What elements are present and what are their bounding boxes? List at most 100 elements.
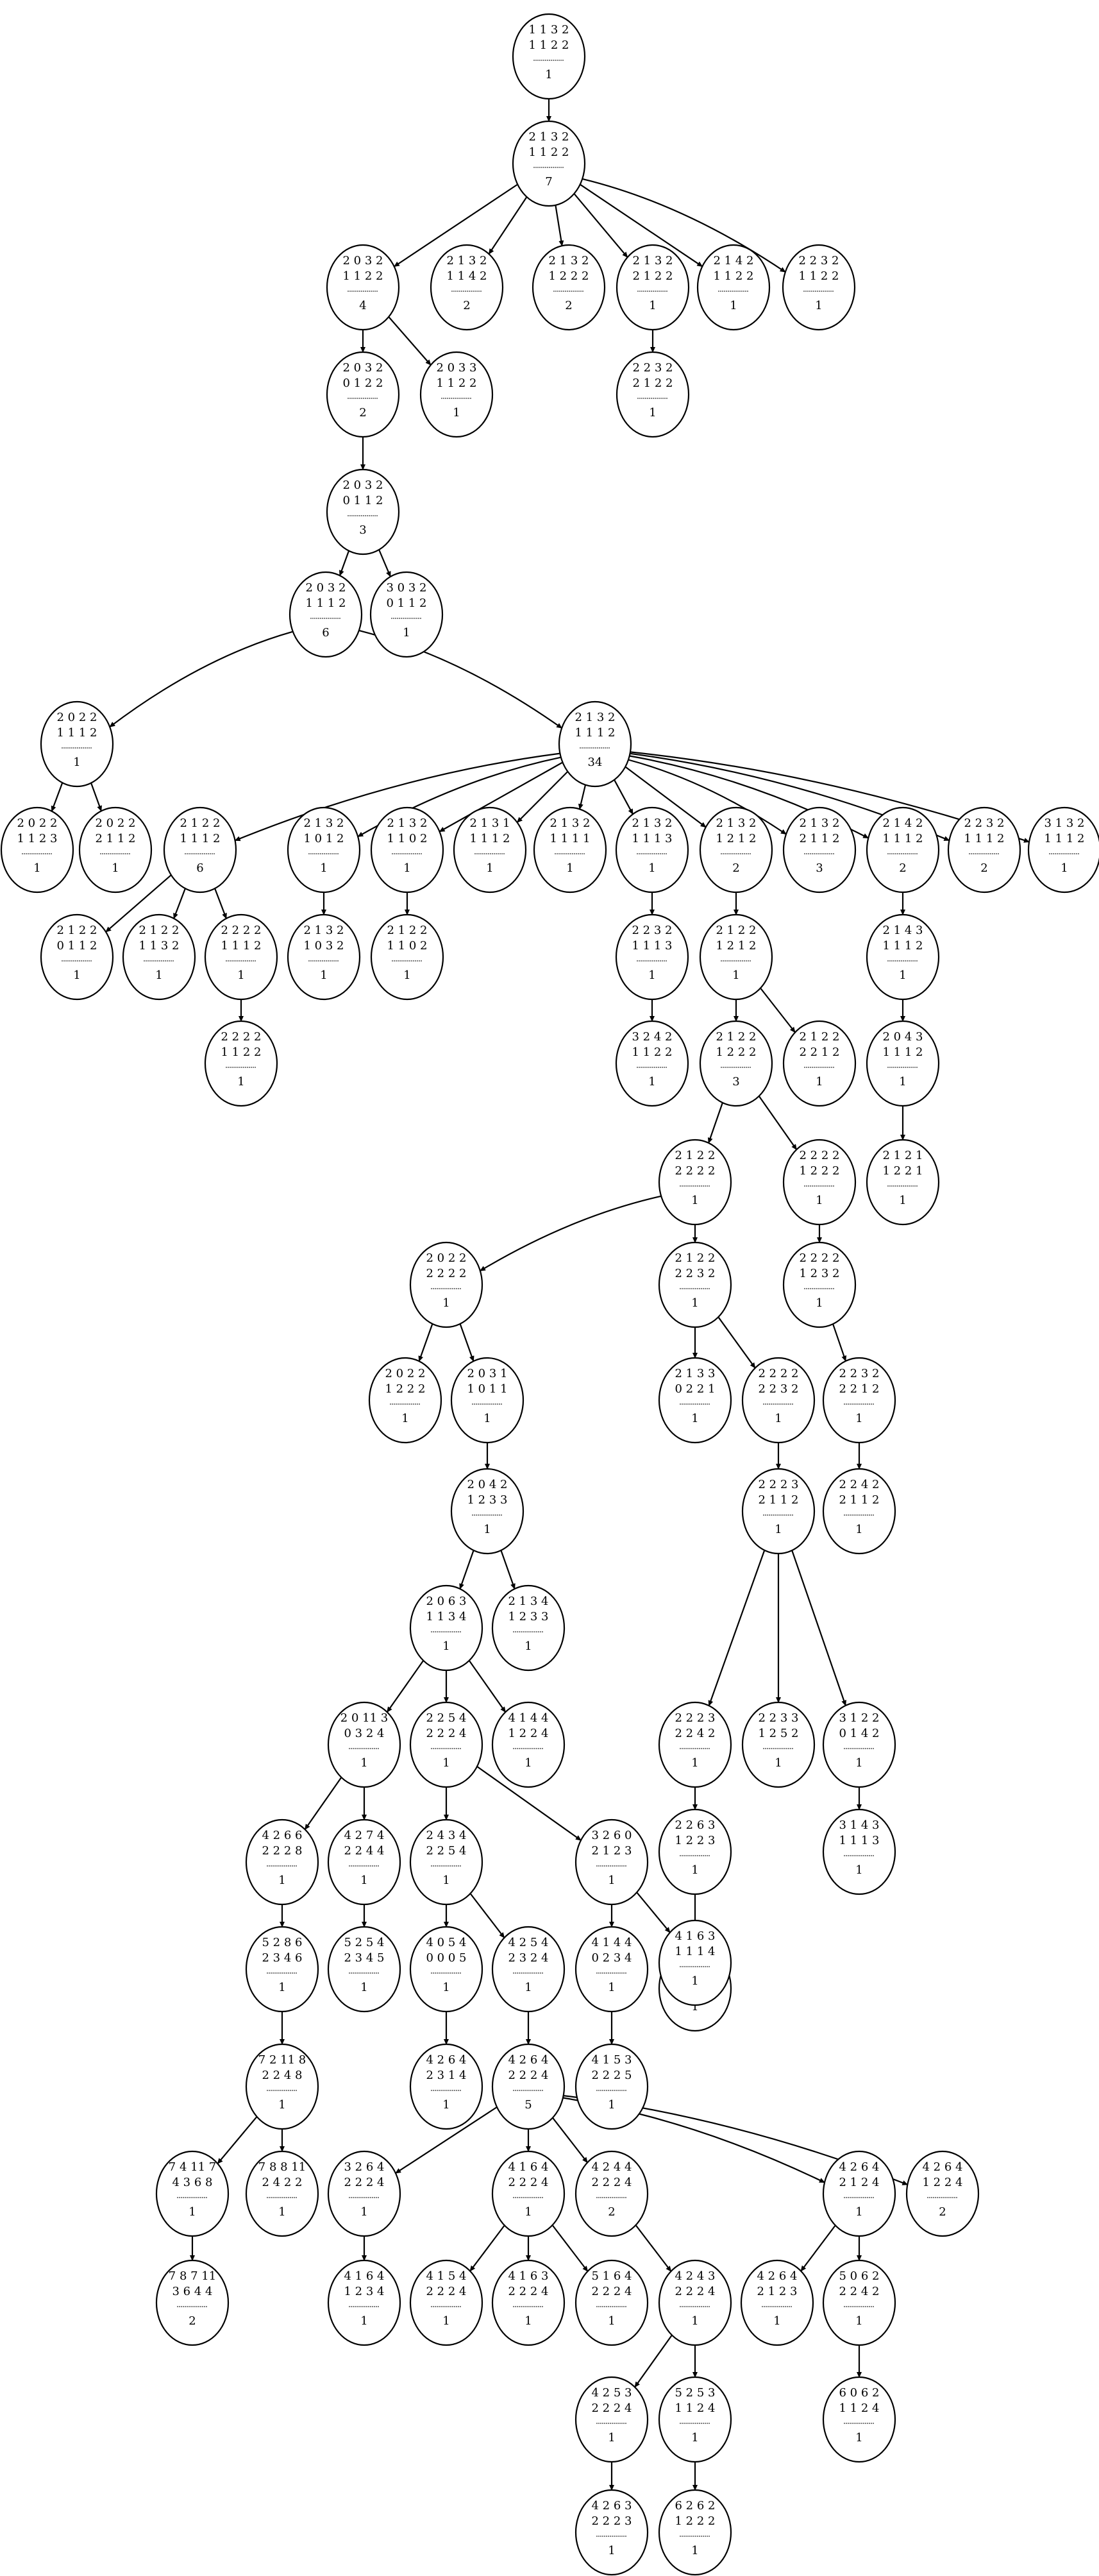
node-ellipse [204,913,278,1001]
node-count: 1 [442,1640,449,1653]
tree-edge [636,1892,671,1933]
node-count: 1 [442,2098,449,2112]
node-ellipse [409,1701,483,1788]
tree-node: 5 2 8 62 3 4 61 [245,1926,319,2013]
tree-node: 2 0 3 11 0 1 11 [450,1357,524,1444]
node-ellipse [409,1584,483,1672]
node-ellipse [658,1701,732,1788]
node-row-2: 0 2 2 1 [675,1382,716,1396]
node-row-2: 2 1 2 2 [633,269,673,283]
tree-node: 2 2 2 21 1 2 21 [204,1020,278,1107]
node-ellipse [491,1926,566,2013]
node-row-1: 2 1 3 2 [304,924,344,937]
node-row-2: 0 1 1 2 [343,494,383,507]
node-count: 1 [403,969,410,982]
tree-node: 6 2 6 21 2 2 21 [658,2489,732,2576]
tree-node: 2 1 3 21 1 2 27 [512,120,586,207]
node-ellipse [575,1818,649,1906]
node-row-2: 1 0 3 2 [304,939,344,953]
node-count: 1 [403,626,410,640]
node-count: 1 [855,2314,862,2328]
node-row-2: 1 1 2 3 [17,832,58,845]
tree-edge [625,766,707,828]
node-ellipse [741,1468,816,1555]
node-row-2: 1 2 3 3 [508,1610,549,1623]
tree-node: 2 1 3 22 1 2 21 [616,244,690,331]
tree-node: 4 1 5 32 2 2 51 [575,2043,649,2130]
node-row-2: 1 2 3 4 [344,2285,385,2298]
node-row-1: 3 1 3 2 [1044,817,1085,830]
node-count: 1 [649,299,656,312]
tree-edge [439,761,564,833]
node-row-2: 0 2 3 4 [592,1951,632,1965]
tree-edge [555,205,564,247]
node-row-1: 2 1 2 2 [675,1251,716,1265]
node-row-2: 0 1 2 2 [343,377,383,390]
tree-edge [234,752,560,842]
node-row-1: 4 2 4 4 [592,2160,632,2174]
node-row-2: 2 2 3 2 [759,1382,799,1396]
node-row-1: 7 2 11 8 [258,2053,306,2067]
node-count: 1 [524,1981,532,1994]
node-count: 1 [855,1412,862,1425]
node-row-1: 5 0 6 2 [839,2269,880,2283]
node-row-1: 2 2 2 2 [800,1149,840,1162]
node-row-1: 2 1 2 2 [180,817,221,830]
tree-node: 4 1 6 32 2 2 41 [491,2259,566,2346]
tree-node: 5 1 6 42 2 2 41 [575,2259,649,2346]
node-row-2: 1 1 2 4 [675,2402,716,2415]
node-row-2: 1 1 4 2 [447,269,487,283]
node-row-1: 2 0 2 2 [17,817,58,830]
tree-node: 4 2 5 32 2 2 41 [575,2376,649,2463]
tree-edge [393,183,518,267]
tree-edge [90,783,102,812]
node-ellipse [866,1020,940,1107]
node-row-2: 2 3 2 4 [508,1951,549,1965]
node-count: 1 [237,969,244,982]
tree-node: 2 0 2 21 2 2 21 [368,1357,442,1444]
tree-node: 2 0 3 31 1 2 21 [419,351,494,438]
node-row-2: 1 2 3 3 [467,1493,508,1507]
node-row-2: 1 1 1 3 [839,1834,880,1847]
tree-node: 1 1 3 21 1 2 21 [512,13,586,100]
node-row-1: 5 2 8 6 [262,1936,303,1949]
node-row-1: 2 0 3 2 [343,479,383,492]
tree-node: 2 1 3 21 0 3 21 [287,913,361,1001]
node-row-1: 7 8 8 11 [258,2160,306,2174]
node-row-1: 2 2 3 2 [633,361,673,375]
node-row-2: 2 2 4 4 [344,1844,385,1858]
tree-edge [459,1550,474,1589]
node-row-1: 3 2 4 2 [632,1030,673,1044]
node-count: 1 [816,1194,823,1207]
node-row-2: 2 3 4 5 [344,1951,385,1965]
node-count: 1 [112,861,119,875]
tree-edge [832,1323,847,1362]
node-row-1: 1 1 3 2 [529,23,569,37]
node-row-1: 4 1 4 4 [508,1711,549,1725]
node-row-2: 2 1 2 3 [757,2285,798,2298]
node-row-1: 2 0 3 3 [437,361,477,375]
node-row-2: 0 1 1 2 [57,939,97,953]
node-count: 1 [608,1981,615,1994]
node-ellipse [419,351,494,438]
node-count: 1 [691,2431,698,2445]
tree-edge [105,874,172,933]
node-row-1: 2 1 3 2 [716,817,757,830]
node-row-1: 2 2 3 2 [839,1367,880,1380]
node-row-2: 2 1 2 4 [839,2176,880,2189]
node-row-2: 1 1 1 3 [632,832,673,845]
tree-node: 2 0 4 21 2 3 31 [450,1468,524,1555]
node-row-1: 4 0 5 4 [426,1936,467,1949]
tree-edge [468,1660,507,1713]
node-ellipse [782,1020,857,1107]
node-ellipse [122,913,196,1001]
node-count: 1 [401,1412,408,1425]
tree-node: 2 0 3 20 1 2 22 [326,351,400,438]
node-row-1: 2 2 3 3 [759,1711,799,1725]
node-ellipse [658,2489,732,2576]
node-ellipse [782,806,857,894]
tree-node: 7 4 11 74 3 6 81 [155,2150,230,2237]
node-row-2: 1 2 2 4 [508,1727,549,1740]
tree-edge [634,2334,673,2388]
node-row-2: 2 1 1 2 [800,832,840,845]
